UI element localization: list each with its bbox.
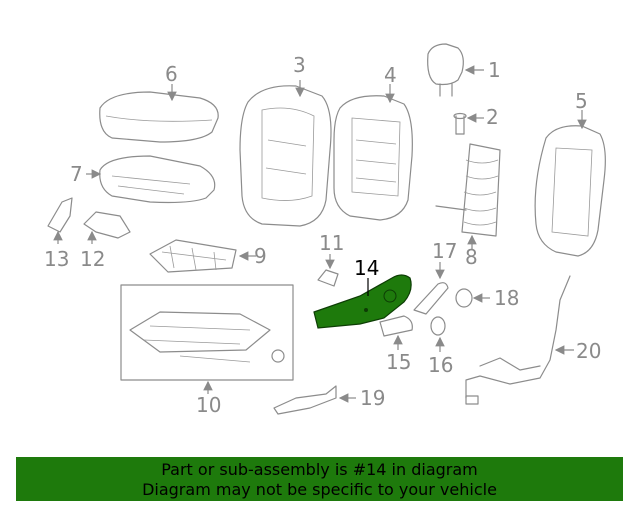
callout-19: 19 (360, 386, 385, 410)
cushion-suspension[interactable] (149, 239, 237, 273)
callout-9: 9 (254, 244, 267, 268)
clip-11[interactable] (317, 269, 339, 287)
callout-2: 2 (486, 105, 499, 129)
seat-cushion-cover[interactable] (99, 155, 216, 204)
recliner-handle[interactable] (413, 282, 449, 315)
seat-back-pad[interactable] (333, 95, 413, 221)
callout-18: 18 (494, 286, 519, 310)
callout-4: 4 (384, 63, 397, 87)
callout-15: 15 (386, 350, 411, 374)
headrest-guide[interactable] (453, 112, 467, 135)
callout-3: 3 (293, 53, 306, 77)
callout-12: 12 (80, 247, 105, 271)
banner-line-2: Diagram may not be specific to your vehi… (142, 480, 497, 499)
banner-line-1: Part or sub-assembly is #14 in diagram (161, 460, 478, 479)
rail-trim[interactable] (273, 385, 337, 415)
callout-13: 13 (44, 247, 69, 271)
wiring-harness[interactable] (465, 275, 571, 405)
side-panel-highlighted[interactable] (313, 274, 412, 329)
callout-5: 5 (575, 89, 588, 113)
seat-back-frame[interactable] (534, 125, 606, 257)
bracket-13[interactable] (47, 197, 73, 233)
callout-16: 16 (428, 353, 453, 377)
seat-adjuster-assembly[interactable] (120, 284, 294, 381)
round-cover[interactable] (455, 288, 473, 308)
seat-back-cover[interactable] (239, 85, 332, 227)
cap[interactable] (430, 316, 446, 336)
callout-1: 1 (488, 58, 501, 82)
callout-7: 7 (70, 162, 83, 186)
bracket-12[interactable] (83, 211, 131, 239)
headrest[interactable] (427, 43, 464, 97)
callout-20: 20 (576, 339, 601, 363)
seat-back-suspension[interactable] (435, 143, 501, 237)
info-banner: Part or sub-assembly is #14 in diagram D… (16, 457, 623, 501)
callout-10: 10 (196, 393, 221, 417)
callout-8: 8 (465, 245, 478, 269)
callout-17: 17 (432, 239, 457, 263)
callout-14: 14 (354, 256, 379, 280)
callout-6: 6 (165, 62, 178, 86)
parts-diagram: 6 3 4 1 2 5 7 8 9 11 13 12 14 17 18 20 1… (44, 43, 606, 417)
seat-cushion-pad[interactable] (99, 91, 219, 143)
callout-11: 11 (319, 231, 344, 255)
adjuster-knob[interactable] (379, 315, 413, 337)
